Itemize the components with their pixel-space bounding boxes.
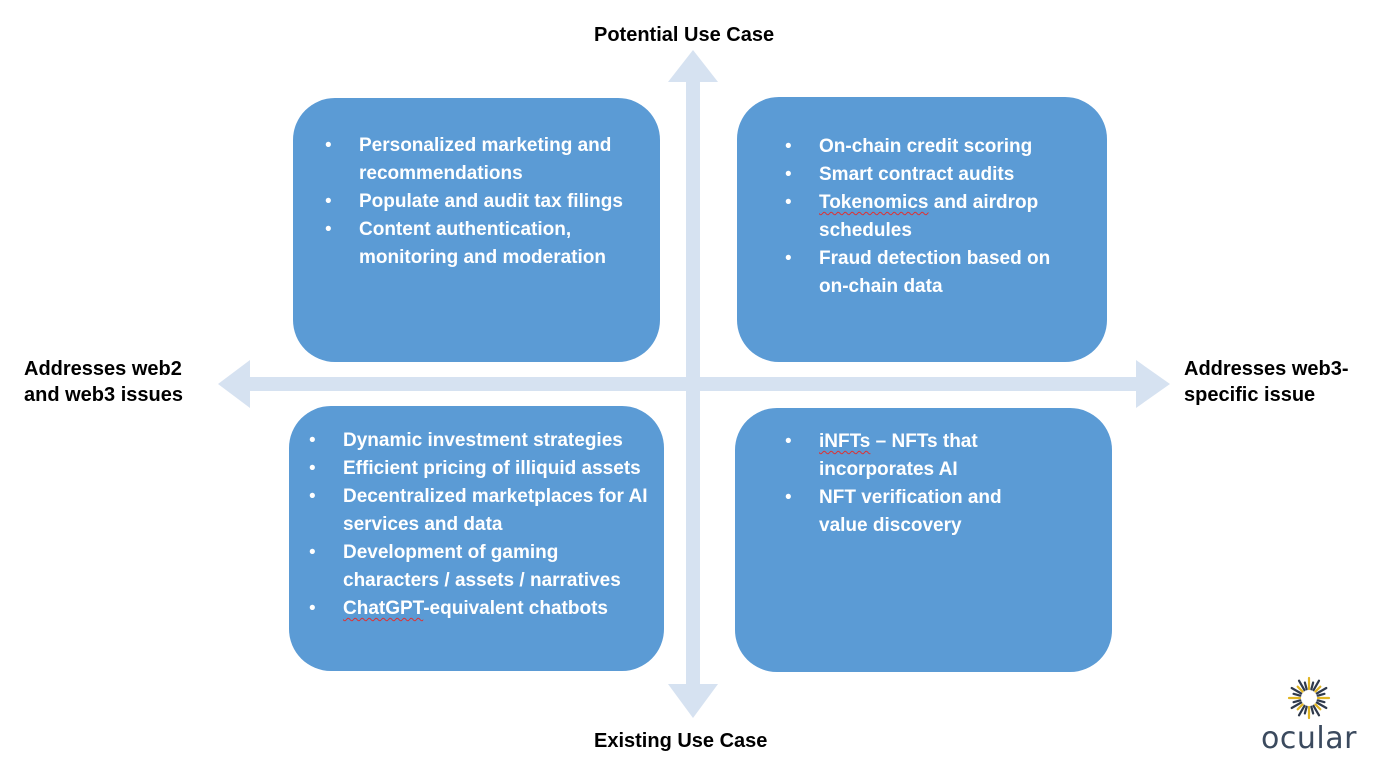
ocular-logo: ocular: [1244, 672, 1374, 762]
logo-ray: [1316, 692, 1326, 697]
logo-ray: [1315, 686, 1328, 695]
logo-ray: [1310, 705, 1315, 715]
quadrant-top-right-list: On-chain credit scoring Smart contract a…: [785, 133, 1083, 301]
axis-label-right: Addresses web3- specific issue: [1184, 356, 1349, 408]
list-item: Content authentication, monitoring and m…: [325, 216, 636, 272]
list-item: Efficient pricing of illiquid assets: [309, 455, 650, 483]
quadrant-bottom-right: iNFTs – NFTs that incorporates AI NFT ve…: [735, 408, 1112, 672]
quadrant-bottom-left: Dynamic investment strategies Efficient …: [289, 406, 664, 671]
list-item: Populate and audit tax filings: [325, 188, 636, 216]
logo-ray: [1292, 692, 1302, 697]
list-item: Fraud detection based on on-chain data: [785, 245, 1083, 301]
list-item: ChatGPT-equivalent chatbots: [309, 595, 650, 623]
logo-ray: [1292, 699, 1302, 704]
list-item: Dynamic investment strategies: [309, 427, 650, 455]
sunburst-icon: [1287, 676, 1331, 720]
logo-ray: [1290, 701, 1303, 710]
axis-label-left-line-1: Addresses web2: [24, 358, 182, 380]
quadrant-bottom-left-list: Dynamic investment strategies Efficient …: [309, 427, 650, 623]
list-item: Development of gaming characters / asset…: [309, 539, 650, 595]
axis-label-bottom: Existing Use Case: [594, 730, 768, 752]
list-item: Decentralized marketplaces for AI servic…: [309, 483, 650, 539]
axis-label-right-line-1: Addresses web3-: [1184, 358, 1349, 380]
quadrant-top-right: On-chain credit scoring Smart contract a…: [737, 97, 1107, 362]
spellcheck-flagged-word: Tokenomics: [819, 192, 929, 213]
logo-ray: [1296, 703, 1304, 711]
spellcheck-flagged-word: iNFTs: [819, 431, 871, 452]
list-item-text: – NFTs that incorporates AI: [819, 431, 978, 480]
logo-wordmark: ocular: [1261, 721, 1357, 756]
axis-label-left-line-2: and web3 issues: [24, 384, 183, 406]
quadrant-top-left: Personalized marketing and recommendatio…: [293, 98, 660, 362]
logo-ray: [1314, 685, 1322, 693]
quadrant-bottom-right-list: iNFTs – NFTs that incorporates AI NFT ve…: [785, 428, 1042, 540]
list-item: Smart contract audits: [785, 161, 1083, 189]
spellcheck-flagged-word: ChatGPT: [343, 598, 424, 619]
logo-ray: [1315, 701, 1328, 710]
logo-ray: [1312, 679, 1321, 692]
logo-ray: [1314, 703, 1322, 711]
list-item: Tokenomics and airdrop schedules: [785, 189, 1083, 245]
logo-ray: [1290, 686, 1303, 695]
horizontal-axis-arrow: [218, 360, 1170, 408]
list-item-text: and airdrop schedules: [819, 192, 1039, 241]
list-item-text: -equivalent chatbots: [423, 598, 608, 619]
logo-ray: [1297, 704, 1306, 717]
quadrant-top-left-list: Personalized marketing and recommendatio…: [325, 132, 636, 272]
axis-label-right-line-2: specific issue: [1184, 384, 1316, 406]
logo-ray: [1312, 704, 1321, 717]
axis-label-top: Potential Use Case: [594, 24, 775, 46]
list-item: iNFTs – NFTs that incorporates AI: [785, 428, 1042, 484]
logo-ray: [1296, 685, 1304, 693]
list-item: Personalized marketing and recommendatio…: [325, 132, 636, 188]
logo-ray: [1303, 681, 1308, 691]
logo-ray: [1303, 705, 1308, 715]
list-item: NFT verification and value discovery: [785, 484, 1042, 540]
logo-ray: [1297, 679, 1306, 692]
axis-label-left: Addresses web2 and web3 issues: [24, 356, 183, 408]
logo-ray: [1310, 681, 1315, 691]
logo-ray: [1316, 699, 1326, 704]
list-item: On-chain credit scoring: [785, 133, 1083, 161]
